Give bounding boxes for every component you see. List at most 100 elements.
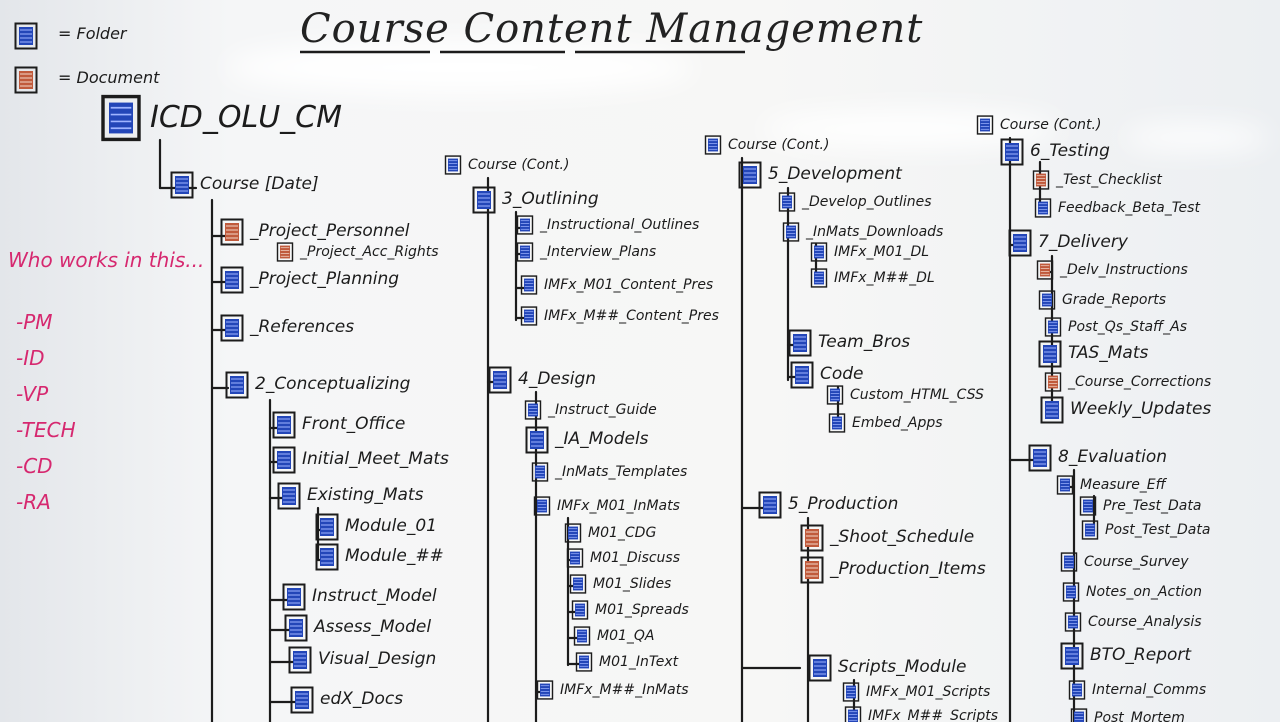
role-item: -PM (16, 310, 53, 334)
tree-node-production-items: _Production_Items (830, 559, 986, 579)
folder-icon (531, 462, 549, 486)
tree-node-root: ICD_OLU_CM (150, 100, 343, 135)
folder-icon (516, 242, 534, 266)
tree-node-project-acc-rights: _Project_Acc_Rights (300, 244, 439, 260)
tree-node-development: 5_Development (768, 164, 902, 184)
tree-node-assess-model: Assess_Model (314, 617, 432, 637)
tree-node-imfx-mnn-content-pres: IMFx_M##_Content_Pres (544, 308, 719, 324)
tree-node-m01-cdg: M01_CDG (588, 525, 657, 541)
folder-icon (782, 222, 800, 246)
roles-heading-line: Who works in this... (8, 248, 205, 272)
folder-icon (520, 306, 538, 330)
tree-node-instructional-outlines: _Instructional_Outlines (540, 217, 700, 233)
folder-icon (536, 680, 554, 704)
tree-node-course: Course [Date] (200, 174, 319, 194)
folder-icon (220, 266, 244, 298)
tree-node-team-bros: Team_Bros (818, 332, 911, 352)
folder-icon (472, 186, 496, 218)
tree-node-interview-plans: _Interview_Plans (540, 244, 657, 260)
tree-node-post-qs-staff-as: Post_Qs_Staff_As (1068, 319, 1188, 335)
folder-icon (290, 686, 314, 718)
folder-icon (1056, 475, 1074, 499)
tree-node-imfx-mnn-scripts: IMFx_M##_Scripts (868, 708, 998, 722)
document-icon (220, 218, 244, 250)
tree-node-embed-apps: Embed_Apps (852, 415, 943, 431)
folder-icon (704, 135, 722, 159)
tree-node-delivery: 7_Delivery (1038, 232, 1128, 252)
folder-icon (525, 426, 549, 458)
folder-icon (828, 413, 846, 437)
tree-node-inmats-downloads: _InMats_Downloads (806, 224, 944, 240)
tree-node-imfx-m01-content-pres: IMFx_M01_Content_Pres (544, 277, 714, 293)
tree-node-grade-reports: Grade_Reports (1062, 292, 1167, 308)
role-item: -ID (16, 346, 45, 370)
legend-folder-label: = Folder (58, 24, 127, 43)
tree-node-course-analysis: Course_Analysis (1088, 614, 1202, 630)
tree-node-imfx-m01-inmats: IMFx_M01_InMats (557, 498, 680, 514)
tree-node-m01-qa: M01_QA (597, 628, 655, 644)
tree-node-delv-instructions: _Delv_Instructions (1060, 262, 1188, 278)
folder-icon (288, 646, 312, 678)
tree-node-initial-meet-mats: Initial_Meet_Mats (302, 449, 449, 469)
tree-node-references: _References (250, 317, 355, 337)
folder-icon (1034, 198, 1052, 222)
tree-node-module-nn: Module_## (345, 546, 444, 566)
tree-node-internal-comms: Internal_Comms (1092, 682, 1207, 698)
tree-node-conceptualizing: 2_Conceptualizing (255, 374, 411, 394)
tree-node-ia-models: _IA_Models (555, 429, 649, 449)
folder-icon (284, 614, 308, 646)
document-icon (800, 556, 824, 588)
tree-node-edx-docs: edX_Docs (320, 689, 404, 709)
folder-icon (315, 513, 339, 545)
folder-icon (826, 385, 844, 409)
tree-node-evaluation: 8_Evaluation (1058, 447, 1168, 467)
document-icon (276, 242, 294, 266)
folder-icon (488, 366, 512, 398)
tree-node-imfx-m01-scripts: IMFx_M01_Scripts (866, 684, 991, 700)
folder-icon (778, 192, 796, 216)
folder-icon (575, 652, 593, 676)
tree-node-tas-mats: TAS_Mats (1068, 343, 1149, 363)
tree-node-testing: 6_Testing (1030, 141, 1110, 161)
tree-node-production: 5_Production (788, 494, 899, 514)
folder-icon (842, 682, 860, 706)
tree-node-course: Course (Cont.) (468, 157, 570, 173)
tree-node-existing-mats: Existing_Mats (307, 485, 424, 505)
role-item: -TECH (16, 418, 76, 442)
folder-icon (520, 275, 538, 299)
legend-document-icon (14, 66, 38, 98)
folder-icon (788, 329, 812, 361)
tree-node-post-mortem: Post_Mortem (1094, 710, 1185, 722)
tree-node-test-checklist: _Test_Checklist (1056, 172, 1162, 188)
legend-document-label: = Document (58, 68, 160, 87)
tree-node-course-corrections: _Course_Corrections (1068, 374, 1212, 390)
page-title: Course Content Management (300, 6, 924, 52)
tree-node-course: Course (Cont.) (728, 137, 830, 153)
folder-icon (1070, 708, 1088, 722)
tree-node-imfx-mnn-dl: IMFx_M##_DL (834, 270, 935, 286)
folder-icon (272, 446, 296, 478)
role-item: -VP (16, 382, 49, 406)
light-glare (1120, 125, 1270, 150)
tree-node-measure-eff: Measure_Eff (1080, 477, 1166, 493)
folder-icon (1064, 612, 1082, 636)
folder-icon (516, 215, 534, 239)
tree-node-feedback-beta-test: Feedback_Beta_Test (1058, 200, 1200, 216)
tree-node-m01-discuss: M01_Discuss (590, 550, 681, 566)
folder-icon (1079, 496, 1097, 520)
folder-icon (1060, 642, 1084, 674)
tree-node-m01-intext: M01_InText (599, 654, 679, 670)
tree-node-code: Code (820, 364, 864, 384)
folder-icon (1008, 229, 1032, 261)
tree-node-design: 4_Design (518, 369, 597, 389)
folder-icon (738, 161, 762, 193)
tree-node-imfx-mnn-inmats: IMFx_M##_InMats (560, 682, 689, 698)
tree-node-visual-design: Visual_Design (318, 649, 437, 669)
folder-icon (220, 314, 244, 346)
tree-node-notes-on-action: Notes_on_Action (1086, 584, 1202, 600)
folder-icon (1062, 582, 1080, 606)
folder-icon (844, 706, 862, 722)
document-icon (1044, 372, 1062, 396)
folder-icon (1060, 552, 1078, 576)
tree-node-inmats-templates: _InMats_Templates (555, 464, 688, 480)
